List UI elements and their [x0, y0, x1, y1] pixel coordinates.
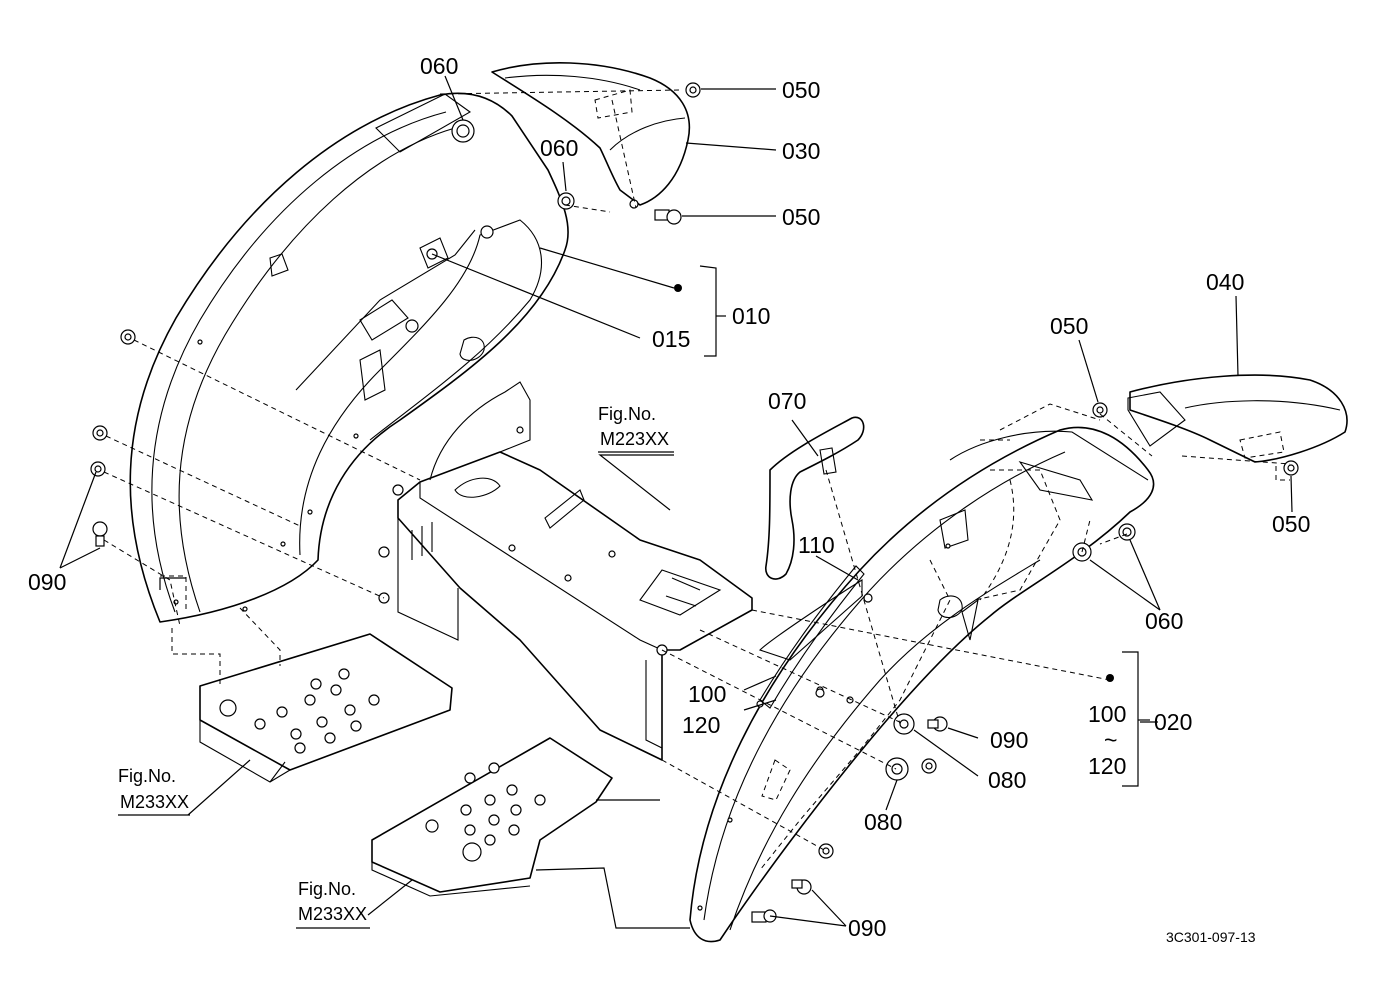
part-labels: 060 050 030 060 050 010 015 040 050 050 …	[28, 53, 1310, 941]
label-050-top: 050	[782, 77, 820, 103]
label-030: 030	[782, 138, 820, 164]
label-050-cover: 050	[782, 204, 820, 230]
label-015: 015	[652, 326, 690, 352]
washer-080	[885, 713, 915, 781]
label-060-top: 060	[420, 53, 458, 79]
fig-ref-frame-code: M223XX	[600, 429, 669, 449]
label-120-range: 120	[1088, 753, 1126, 779]
label-120-left: 120	[682, 712, 720, 738]
fig-ref-right-plate-title: Fig.No.	[298, 879, 356, 899]
label-range-tilde: ~	[1104, 727, 1117, 753]
label-110: 110	[798, 532, 835, 558]
grab-handle-070	[765, 416, 865, 580]
nut-060-top-left	[451, 119, 475, 143]
right-fender-020	[689, 426, 1155, 943]
drawing-code: 3C301-097-13	[1166, 929, 1256, 945]
fig-ref-left-plate-code: M233XX	[120, 792, 189, 812]
routing-lines	[159, 577, 690, 929]
bolt-050-cover-top	[685, 82, 701, 98]
label-090-right: 090	[990, 727, 1028, 753]
reference-dot-010	[674, 284, 682, 292]
nut-060-right	[1072, 523, 1136, 562]
label-090-bottom: 090	[848, 915, 886, 941]
cover-040	[1127, 374, 1348, 463]
strip-110	[759, 565, 865, 709]
reference-dot-020	[1106, 674, 1114, 682]
label-060-right: 060	[1145, 608, 1183, 634]
nut-060-cover	[557, 192, 575, 210]
assembly-lines	[103, 89, 1291, 852]
left-fender-010	[129, 92, 569, 623]
bolt-090-left	[90, 329, 136, 547]
label-070: 070	[768, 388, 806, 414]
label-090-left: 090	[28, 569, 66, 595]
label-060-cover: 060	[540, 135, 578, 161]
label-080-right: 080	[988, 767, 1026, 793]
fig-ref-frame-title: Fig.No.	[598, 404, 656, 424]
leader-lines	[59, 75, 1293, 927]
center-frame	[397, 381, 753, 761]
bolt-090-right	[751, 716, 948, 923]
fig-ref-right-plate-code: M233XX	[298, 904, 367, 924]
label-020: 020	[1154, 709, 1192, 735]
small-bolts-frame	[378, 484, 873, 698]
figure-references: Fig.No. M223XX Fig.No. M233XX Fig.No. M2…	[118, 404, 674, 929]
label-100-range: 100	[1088, 701, 1126, 727]
label-100-left: 100	[688, 681, 726, 707]
label-050-right-bottom: 050	[1272, 511, 1310, 537]
label-040: 040	[1206, 269, 1244, 295]
left-floor-plate	[199, 633, 453, 783]
label-050-right-top: 050	[1050, 313, 1088, 339]
right-floor-plate	[371, 737, 613, 897]
bolt-050-right-bottom	[1283, 460, 1299, 476]
label-010: 010	[732, 303, 770, 329]
label-080-bottom: 080	[864, 809, 902, 835]
fig-ref-left-plate-title: Fig.No.	[118, 766, 176, 786]
bolt-050-right-top	[1092, 402, 1108, 418]
cover-030	[491, 62, 691, 209]
fasteners	[90, 82, 1299, 923]
bolt-050-cover-bottom	[654, 209, 682, 225]
